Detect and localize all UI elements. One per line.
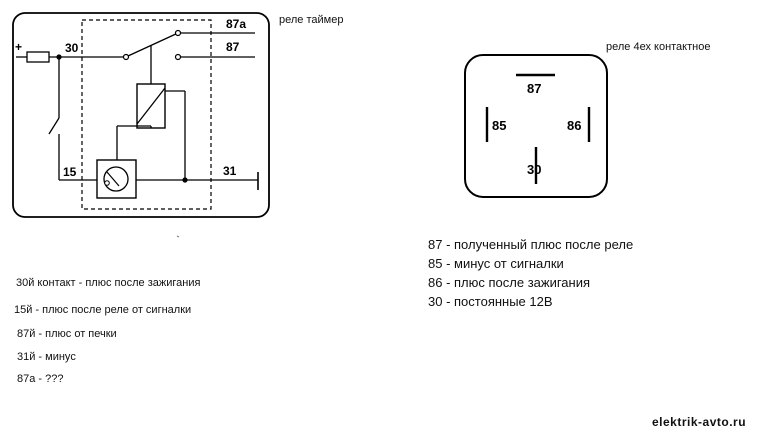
- timer-clock-icon: [103, 166, 129, 192]
- relay4-label-30: 30: [527, 162, 541, 177]
- relay4-label-85: 85: [492, 118, 506, 133]
- pin-label-31: 31: [223, 164, 237, 178]
- timer-note-30: 30й контакт - плюс после зажигания: [16, 277, 201, 289]
- timer-note-87: 87й - плюс от печки: [17, 328, 117, 340]
- relay-note-87: 87 - полученный плюс после реле: [428, 237, 634, 252]
- timer-relay-frame: [12, 12, 270, 218]
- relay4-title: реле 4ех контактное: [606, 41, 711, 53]
- pin-label-87a: 87a: [226, 17, 246, 31]
- timer-clock-pivot: [104, 180, 110, 186]
- timer-note-31: 31й - минус: [17, 351, 76, 363]
- ignition-switch: [48, 117, 60, 135]
- pin-label-15: 15: [63, 165, 77, 179]
- watermark: elektrik-avto.ru: [652, 415, 747, 429]
- pin-label-plus: +: [15, 40, 22, 54]
- contact-87a: [174, 29, 182, 37]
- contact-87: [174, 53, 182, 61]
- coil-diagonal: [136, 87, 166, 125]
- relay-note-30: 30 - постоянные 12В: [428, 294, 553, 309]
- pin-label-30: 30: [65, 41, 79, 55]
- relay-note-85: 85 - минус от сигналки: [428, 256, 564, 271]
- fuse-symbol: [26, 51, 50, 63]
- stray-mark: [176, 235, 180, 238]
- pin-label-87: 87: [226, 40, 240, 54]
- relay-note-86: 86 - плюс после зажигания: [428, 275, 591, 290]
- relay4-label-86: 86: [567, 118, 581, 133]
- timer-note-87a: 87а - ???: [17, 373, 64, 385]
- timer-block: [96, 159, 137, 199]
- relay-contact-arm: [127, 32, 179, 57]
- timer-relay-title: реле таймер: [279, 14, 344, 26]
- relay4-body: [464, 54, 608, 198]
- junction-dot-31: [182, 177, 188, 183]
- timer-clock-hand: [106, 171, 120, 187]
- contact-common: [122, 53, 130, 61]
- timer-relay-housing: [81, 19, 212, 210]
- relay4-label-87: 87: [527, 81, 541, 96]
- timer-note-15: 15й - плюс после реле от сигналки: [14, 304, 192, 316]
